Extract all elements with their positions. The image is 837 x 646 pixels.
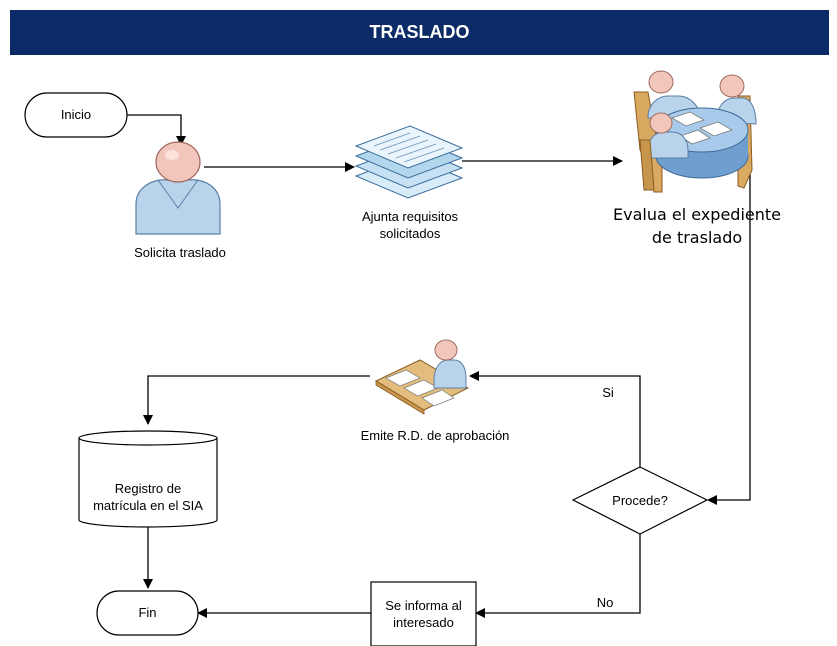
connectors [127,114,751,618]
evalua-label-line1: Evalua el expediente [613,205,781,224]
edge-inicio-solicita [127,114,186,146]
edge-procede-informa [475,534,641,618]
edge-label-no: No [596,595,614,610]
documents-stack-icon [354,125,464,199]
ajunta-label-line1: Ajunta requisitos [361,209,459,224]
ajunta-label-line2: solicitados [379,226,441,241]
person-icon [135,141,221,235]
edge-emite-registro [143,375,370,425]
solicita-label: Solicita traslado [134,245,226,260]
database-cylinder [78,430,218,528]
informa-label: Se informa al interesado [371,597,476,631]
informa-label-line2: interesado [393,615,454,630]
procede-label: Procede? [612,493,668,508]
inicio-label: Inicio [60,107,92,122]
registro-label: Registro de matrícula en el SIA [79,480,217,514]
registro-label-line2: matrícula en el SIA [93,498,203,513]
evalua-label-line2: de traslado [651,228,743,247]
informa-label-line1: Se informa al [385,598,462,613]
registro-label-line1: Registro de [114,481,182,496]
diagram-header: TRASLADO [10,10,829,55]
emite-label: Emite R.D. de aprobación [360,428,510,443]
evalua-label: Evalua el expediente de traslado [592,203,802,249]
informa-process-box [370,581,477,646]
decision-diamond [571,466,709,535]
fin-terminator [96,590,199,636]
diagram-title: TRASLADO [369,22,470,42]
edge-label-si: Si [602,385,614,400]
edge-evalua-procede [707,160,751,505]
ajunta-label: Ajunta requisitos solicitados [335,208,485,242]
meeting-icon [633,70,757,193]
inicio-terminator [24,92,128,138]
fin-label: Fin [138,605,157,620]
edge-procede-emite [469,371,641,467]
desk-worker-icon [374,339,470,415]
